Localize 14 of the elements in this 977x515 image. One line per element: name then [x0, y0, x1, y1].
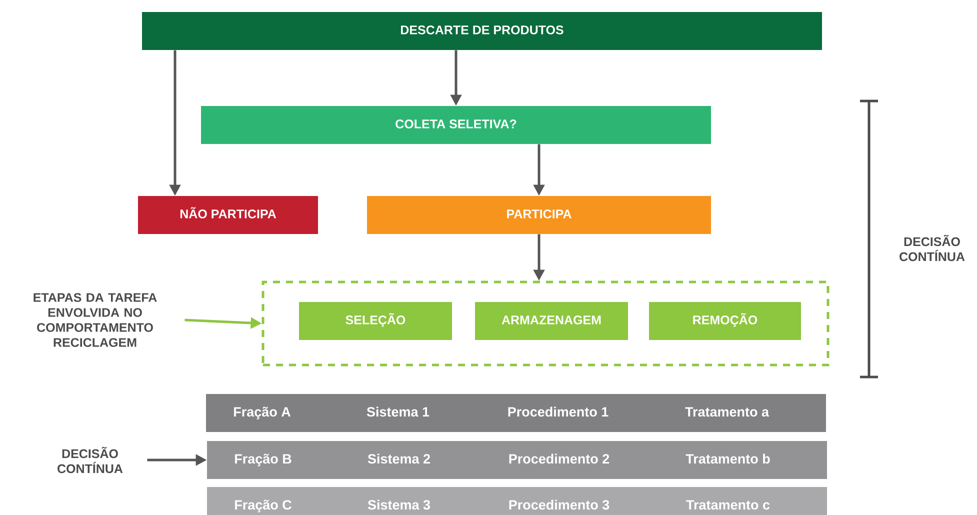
- process-box: REMOÇÃO: [649, 302, 801, 340]
- side-text: DECISÃO CONTÍNUA: [58, 446, 123, 474]
- process-box: COLETA SELETIVA?: [201, 106, 711, 144]
- table-row: Fração B Sistema 2 Procedimento 2 Tratamento b: [207, 441, 827, 479]
- process-box: NÃO PARTICIPA: [138, 196, 318, 234]
- process-box: DESCARTE DE PRODUTOS: [142, 12, 822, 50]
- side-text: ETAPAS DA TAREFA ENVOLVIDA NO COMPORTAMENTO RECICLAGEM: [34, 293, 157, 347]
- side-text: DECISÃO CONTÍNUA: [900, 234, 965, 262]
- table-row: Fração A Sistema 1 Procedimento 1 Tratamento a: [206, 394, 826, 432]
- process-box: PARTICIPA: [367, 196, 711, 234]
- process-box: SELEÇÃO: [299, 302, 452, 340]
- process-box: ARMAZENAGEM: [475, 302, 628, 340]
- dashed-group-box: [262, 280, 830, 366]
- table-row: Fração C Sistema 3 Procedimento 3 Tratamento c: [207, 487, 827, 515]
